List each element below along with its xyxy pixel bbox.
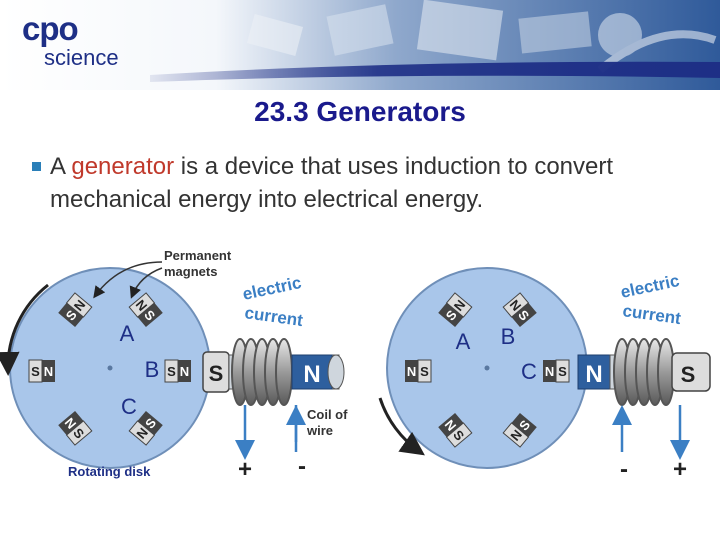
- terminal-left-label: -: [620, 456, 628, 483]
- header-banner: cpo science: [0, 0, 720, 90]
- point-b-label: B: [501, 324, 516, 349]
- terminal-left-label: +: [238, 456, 252, 483]
- coil-of-wire-label-1: Coil of: [307, 407, 348, 422]
- right-coil-windings: [613, 338, 675, 406]
- coil-right-end-label: S: [681, 362, 696, 387]
- permanent-magnets-label-1: Permanent: [164, 248, 232, 263]
- electric-current-label-1: electric: [619, 271, 681, 302]
- magnet-n-label: N: [545, 364, 554, 379]
- bullet-text: A generator is a device that uses induct…: [50, 150, 700, 216]
- right-rotation-arrow: [378, 397, 425, 456]
- right-disk-center: [484, 365, 490, 371]
- right-generator: S N N S N S N S N S N S A B C: [378, 267, 711, 483]
- magnet-s-label: S: [558, 364, 567, 379]
- rotating-disk-label: Rotating disk: [68, 464, 151, 479]
- generator-diagram: S N N S S N S N N S N S A B C: [0, 248, 711, 483]
- slide-title: 23.3 Generators: [254, 96, 466, 127]
- bullet-text-pre: A: [50, 153, 72, 180]
- magnet-bottom-right: N S: [502, 412, 537, 448]
- coil-left-end-label: S: [209, 361, 224, 386]
- magnet-bottom-left: N S: [58, 410, 93, 446]
- magnet-bottom-right: N S: [128, 410, 163, 446]
- left-rotation-arrow: [0, 283, 49, 376]
- point-b-label: B: [145, 357, 160, 382]
- magnet-top-left: S N: [438, 292, 473, 328]
- header-background: [0, 0, 720, 90]
- magnet-n-label: N: [44, 364, 53, 379]
- left-n-pole: [291, 354, 333, 390]
- electric-current-label-2: current: [243, 303, 304, 330]
- left-disk-center: [107, 365, 113, 371]
- magnet-top-right: N S: [502, 292, 537, 328]
- magnet-left: N S: [405, 359, 432, 383]
- magnet-left: S N: [28, 359, 55, 383]
- cpo-science-logo: cpo science: [22, 10, 162, 70]
- magnet-right: N S: [543, 359, 570, 383]
- magnet-bottom-left: N S: [438, 412, 473, 448]
- point-c-label: C: [121, 394, 137, 419]
- coil-left-end-label: N: [585, 361, 602, 388]
- bullet-text-post: is a device that uses induction to conve…: [50, 153, 614, 213]
- electric-current-label-2: current: [621, 301, 682, 328]
- right-s-pole: [671, 352, 711, 392]
- coil-of-wire-label-2: wire: [306, 423, 333, 438]
- terminal-right-label: +: [673, 456, 687, 483]
- magnet-n-label: N: [180, 364, 189, 379]
- logo-science-text: science: [44, 45, 119, 70]
- permanent-magnets-label-2: magnets: [164, 264, 217, 279]
- magnet-s-label: S: [31, 364, 40, 379]
- logo-cpo-text: cpo: [22, 10, 79, 47]
- magnet-top-left: S N: [58, 292, 93, 328]
- point-a-label: A: [456, 329, 471, 354]
- left-generator: S N N S S N S N N S N S A B C: [0, 248, 348, 483]
- lab-equipment-image: [246, 0, 717, 74]
- magnet-s-label: S: [167, 364, 176, 379]
- magnet-top-right: N S: [128, 292, 163, 328]
- generator-term: generator: [71, 153, 175, 180]
- bullet-square-icon: [32, 162, 41, 171]
- magnet-n-label: N: [407, 364, 416, 379]
- point-a-label: A: [120, 321, 135, 346]
- left-coil-windings: [231, 338, 293, 406]
- magnet-right: S N: [164, 359, 191, 383]
- magnet-s-label: S: [420, 364, 429, 379]
- coil-right-end-label: N: [303, 361, 320, 388]
- point-c-label: C: [521, 359, 537, 384]
- terminal-right-label: -: [298, 453, 306, 480]
- electric-current-label-1: electric: [241, 273, 303, 304]
